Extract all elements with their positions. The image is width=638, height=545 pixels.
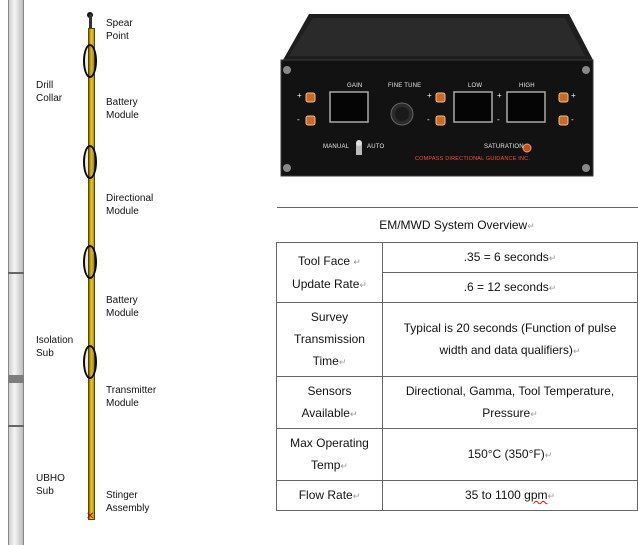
row-label-sensors: Sensors Available↵	[276, 376, 383, 429]
return-mark: ↵	[527, 220, 535, 231]
table-row: Sensors Available↵ Directional, Gamma, T…	[276, 376, 638, 429]
label-text: Max Operating	[290, 436, 369, 450]
row-label-max-temp: Max Operating Temp↵	[276, 428, 383, 481]
minus-sign: -	[497, 115, 500, 124]
pipe-joint	[8, 272, 24, 274]
plus-sign: +	[571, 91, 576, 100]
minus-sign: -	[571, 115, 574, 124]
table-row: .6 = 12 seconds↵	[277, 272, 638, 303]
cell-max-temp-value: 150°C (350°F)↵	[382, 428, 638, 481]
label-text: Temp	[311, 458, 341, 472]
label-text: Flow Rate	[298, 488, 353, 502]
brand-text: COMPASS DIRECTIONAL GUIDANCE INC.	[415, 156, 531, 162]
return-mark: ↵	[359, 279, 367, 290]
label-transmitter-module: Transmitter Module	[106, 385, 157, 409]
value-text: 35 to 1100	[464, 488, 525, 502]
value-text: .6 = 12 seconds	[463, 280, 549, 294]
return-mark: ↵	[548, 253, 557, 263]
label-ubho-sub: UBHO Sub	[36, 473, 65, 497]
stinger-tip: ✕	[86, 511, 95, 522]
label-auto: AUTO	[367, 144, 385, 150]
table-title: EM/MWD System Overview↵	[276, 207, 638, 243]
label-text: Transmission	[294, 332, 365, 346]
cell-tool-face-value-2: .6 = 12 seconds↵	[382, 272, 638, 303]
value-text: width and data qualifiers)	[439, 343, 573, 357]
centralizer	[83, 245, 97, 279]
table-title-text: EM/MWD System Overview	[379, 217, 528, 232]
label-text: Sensors	[307, 384, 352, 398]
label-isolation-sub: Isolation Sub	[36, 335, 74, 359]
return-mark: ↵	[340, 461, 348, 471]
isolation-band	[8, 375, 24, 383]
value-text: Typical is 20 seconds (Function of pulse	[403, 321, 617, 335]
table-row: Flow Rate↵ 35 to 1100 gpm↵	[276, 480, 638, 511]
row-label-survey: Survey Transmission Time↵	[276, 302, 383, 377]
label-stinger-assembly: Stinger Assembly	[106, 490, 150, 514]
table-row: Survey Transmission Time↵ Typical is 20 …	[276, 302, 638, 377]
return-mark: ↵	[338, 357, 347, 367]
row-label-tool-face: Tool Face ↵ Update Rate↵	[276, 242, 383, 303]
minus-sign: -	[427, 115, 430, 124]
label-low: LOW	[468, 83, 483, 89]
table-row: Max Operating Temp↵ 150°C (350°F)↵	[276, 428, 638, 481]
label-text: Update Rate	[292, 276, 360, 291]
value-text: Directional, Gamma, Tool Temperature,	[405, 384, 615, 398]
label-battery-module-1: Battery Module	[106, 97, 139, 121]
return-mark: ↵	[548, 283, 557, 293]
return-mark: ↵	[572, 346, 581, 356]
label-drill-collar: Drill Collar	[36, 80, 63, 104]
label-gain: GAIN	[347, 83, 363, 89]
surface-unit-image	[280, 14, 594, 177]
cell-survey-value: Typical is 20 seconds (Function of pulse…	[382, 302, 638, 377]
centralizer	[83, 44, 97, 78]
label-manual: MANUAL	[323, 144, 350, 150]
label-text: Available	[301, 406, 350, 420]
value-text: .35 = 6 seconds	[463, 250, 549, 264]
label-directional-module: Directional Module	[106, 193, 154, 217]
cell-flow-rate-value: 35 to 1100 gpm↵	[382, 480, 638, 511]
spear-point-shaft	[89, 14, 92, 30]
row-label-flow-rate: Flow Rate↵	[276, 480, 383, 511]
centralizer	[83, 145, 97, 179]
return-mark: ↵	[544, 450, 553, 460]
plus-sign: +	[427, 91, 432, 100]
plus-sign: +	[497, 91, 502, 100]
plus-sign: +	[297, 91, 302, 100]
centralizer	[83, 345, 97, 379]
return-mark: ↵	[353, 256, 361, 267]
table-row: Tool Face ↵ Update Rate↵ .35 = 6 seconds…	[276, 242, 638, 303]
label-battery-module-2: Battery Module	[106, 295, 139, 319]
minus-sign: -	[297, 115, 300, 124]
cell-tool-face-value-1: .35 = 6 seconds↵	[382, 242, 638, 273]
label-text: Time	[312, 354, 339, 368]
label-text: Survey	[310, 310, 349, 324]
return-mark: ↵	[352, 491, 361, 501]
label-text: Tool Face	[298, 253, 351, 268]
value-text: 150°C (350°F)	[467, 447, 545, 461]
label-fine-tune: FINE TUNE	[388, 83, 422, 89]
label-saturation: SATURATION	[484, 144, 524, 150]
value-unit: gpm	[524, 488, 548, 502]
value-text: Pressure	[482, 406, 531, 420]
system-overview-table: EM/MWD System Overview↵ Tool Face ↵ Upda…	[276, 207, 638, 511]
return-mark: ↵	[547, 491, 556, 501]
table-title-row: EM/MWD System Overview↵	[276, 207, 638, 243]
label-high: HIGH	[519, 83, 535, 89]
return-mark: ↵	[530, 409, 538, 419]
pipe-joint	[8, 425, 24, 427]
cell-sensors-value: Directional, Gamma, Tool Temperature, Pr…	[382, 376, 638, 429]
label-spear-point: Spear Point	[106, 18, 133, 42]
surface-unit-photo: GAIN FINE TUNE LOW HIGH MANUAL AUTO SATU…	[275, 4, 606, 186]
return-mark: ↵	[349, 409, 358, 419]
